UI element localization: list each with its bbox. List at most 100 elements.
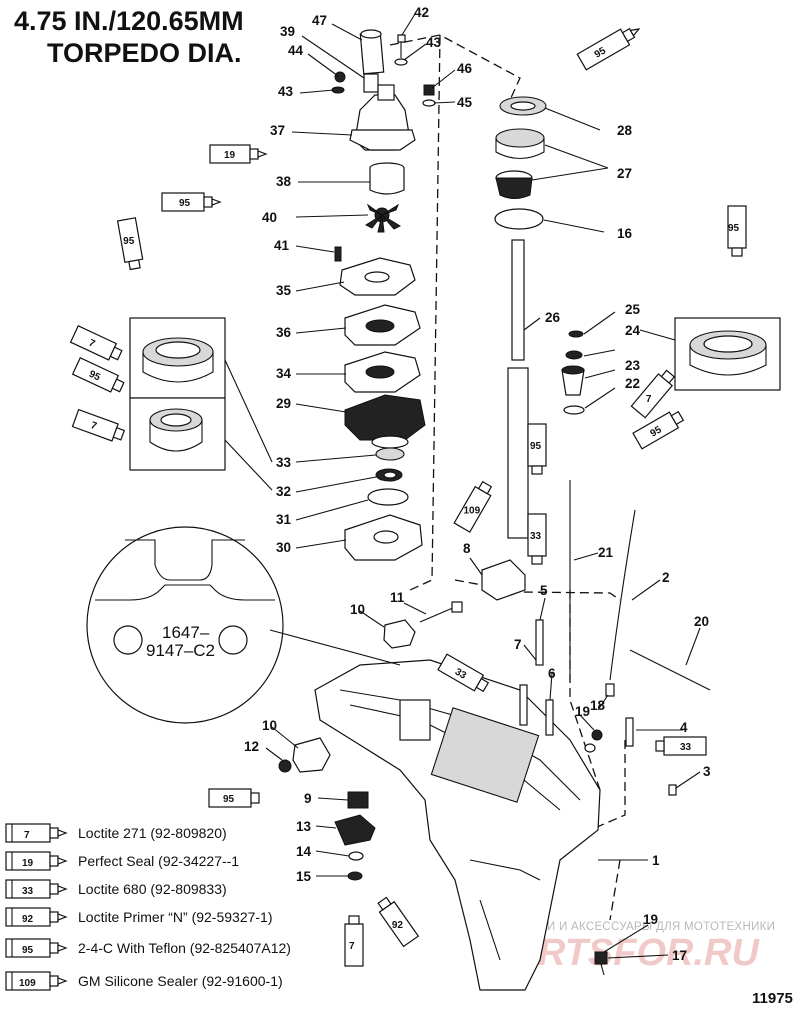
- legend-row: 109 GM Silicone Sealer (92-91600-1): [5, 971, 283, 991]
- tube-95-shaft: 95: [527, 423, 547, 475]
- svg-text:33: 33: [680, 742, 692, 753]
- callout-27: 27: [617, 166, 632, 181]
- callout-43-left: 43: [278, 84, 294, 99]
- water-pump-parts: [331, 29, 436, 561]
- tube-92: 92: [377, 896, 420, 948]
- gear-housing-part: [314, 659, 601, 991]
- callout-32: 32: [276, 484, 291, 499]
- tube-95-middle-left: 95: [71, 357, 125, 393]
- watermark-caption: ЗАПЧАСТИ И АКСЕССУАРЫ ДЛЯ МОТОТЕХНИКИ: [492, 921, 775, 933]
- callout-15: 15: [296, 869, 312, 884]
- callout-29: 29: [276, 396, 291, 411]
- callout-7: 7: [514, 637, 522, 652]
- legend-code: 95: [22, 945, 34, 956]
- diagram-code: 11975: [752, 990, 793, 1007]
- callout-30: 30: [276, 540, 291, 555]
- callout-44: 44: [288, 43, 304, 58]
- callout-3: 3: [703, 764, 711, 779]
- callout-17: 17: [672, 948, 687, 963]
- tube-95-lower-right: 95: [632, 410, 685, 450]
- svg-text:95: 95: [179, 198, 191, 209]
- tube-95-left: 95: [161, 192, 222, 212]
- callout-21: 21: [598, 545, 614, 560]
- callout-13: 13: [296, 819, 312, 834]
- callout-11: 11: [390, 590, 405, 605]
- legend-row: 33 Loctite 680 (92-809833): [5, 879, 227, 899]
- sealant-legend: 7 Loctite 271 (92-809820) 19 Perfect Sea…: [5, 823, 291, 991]
- inset-label-line-1: 1647–: [162, 623, 210, 642]
- tube-33-upper: 33: [527, 513, 547, 565]
- callout-22: 22: [625, 376, 640, 391]
- seal-detail-boxes: [129, 317, 781, 491]
- svg-text:95: 95: [123, 236, 135, 247]
- tube-7-bottom: 7: [344, 915, 364, 967]
- legend-code: 33: [22, 886, 34, 897]
- driveshaft-parts: [278, 96, 711, 976]
- svg-text:33: 33: [530, 531, 542, 542]
- callout-8: 8: [463, 541, 471, 556]
- leader-lines: [265, 13, 701, 959]
- callout-39: 39: [280, 24, 295, 39]
- legend-code: 19: [22, 858, 34, 869]
- callout-19-upper: 19: [575, 704, 590, 719]
- callout-33: 33: [276, 455, 292, 470]
- callout-38: 38: [276, 174, 292, 189]
- svg-text:7: 7: [646, 394, 652, 405]
- callout-18: 18: [590, 698, 606, 713]
- callout-4: 4: [680, 720, 688, 735]
- legend-text: Loctite Primer “N” (92-59327-1): [78, 909, 273, 925]
- svg-text:95: 95: [648, 424, 664, 439]
- callout-10-upper: 10: [350, 602, 365, 617]
- legend-code: 92: [22, 914, 34, 925]
- legend-row: 7 Loctite 271 (92-809820): [5, 823, 227, 843]
- tube-95-right: 95: [727, 205, 747, 257]
- callout-47: 47: [312, 13, 327, 28]
- callout-28: 28: [617, 123, 633, 138]
- title-line-1: 4.75 IN./120.65MM: [14, 6, 244, 36]
- callout-6: 6: [548, 666, 556, 681]
- legend-code: 109: [19, 978, 36, 989]
- svg-text:95: 95: [87, 369, 102, 384]
- legend-row: 92 Loctite Primer “N” (92-59327-1): [5, 907, 273, 927]
- callout-26: 26: [545, 310, 561, 325]
- svg-text:7: 7: [349, 941, 355, 952]
- callout-19-lower: 19: [643, 912, 658, 927]
- callout-1: 1: [652, 853, 660, 868]
- callout-23: 23: [625, 358, 641, 373]
- callout-45: 45: [457, 95, 473, 110]
- callout-9: 9: [304, 791, 312, 806]
- svg-text:95: 95: [223, 794, 235, 805]
- legend-text: 2-4-C With Teflon (92-825407A12): [78, 940, 291, 956]
- callout-2: 2: [662, 570, 670, 585]
- callout-40: 40: [262, 210, 277, 225]
- svg-text:92: 92: [392, 920, 404, 931]
- tube-7-right: 7: [630, 369, 676, 419]
- legend-text: Loctite 680 (92-809833): [78, 881, 227, 897]
- callout-31: 31: [276, 512, 292, 527]
- title-line-2: TORPEDO DIA.: [47, 38, 242, 68]
- callout-34: 34: [276, 366, 292, 381]
- legend-code: 7: [24, 830, 30, 841]
- callout-25: 25: [625, 302, 641, 317]
- callout-41: 41: [274, 238, 290, 253]
- callout-10-lower: 10: [262, 718, 277, 733]
- callout-24: 24: [625, 323, 641, 338]
- legend-row: 19 Perfect Seal (92-34227--1: [5, 851, 239, 871]
- callout-numbers: 47 42 43 39 44 46 43 45 37 28 38 27 40 1…: [244, 5, 711, 963]
- tube-33-middle: 33: [437, 653, 490, 693]
- svg-text:7: 7: [89, 420, 98, 432]
- magnified-inset: 1647– 9147–C2: [86, 526, 401, 724]
- callout-36: 36: [276, 325, 292, 340]
- svg-text:95: 95: [728, 223, 740, 234]
- tube-7-lower: 7: [71, 408, 126, 442]
- tube-95-bottom: 95: [208, 788, 260, 808]
- tube-95-top-right: 95: [576, 27, 641, 71]
- tube-19: 19: [209, 144, 268, 164]
- tube-7-upper: 7: [69, 325, 123, 361]
- legend-row: 95 2-4-C With Teflon (92-825407A12): [5, 938, 291, 958]
- callout-35: 35: [276, 283, 292, 298]
- sealant-tubes: 95 19 95 95 7 95 7 95: [69, 27, 747, 967]
- svg-text:109: 109: [464, 505, 481, 516]
- tube-33-right: 33: [655, 736, 707, 756]
